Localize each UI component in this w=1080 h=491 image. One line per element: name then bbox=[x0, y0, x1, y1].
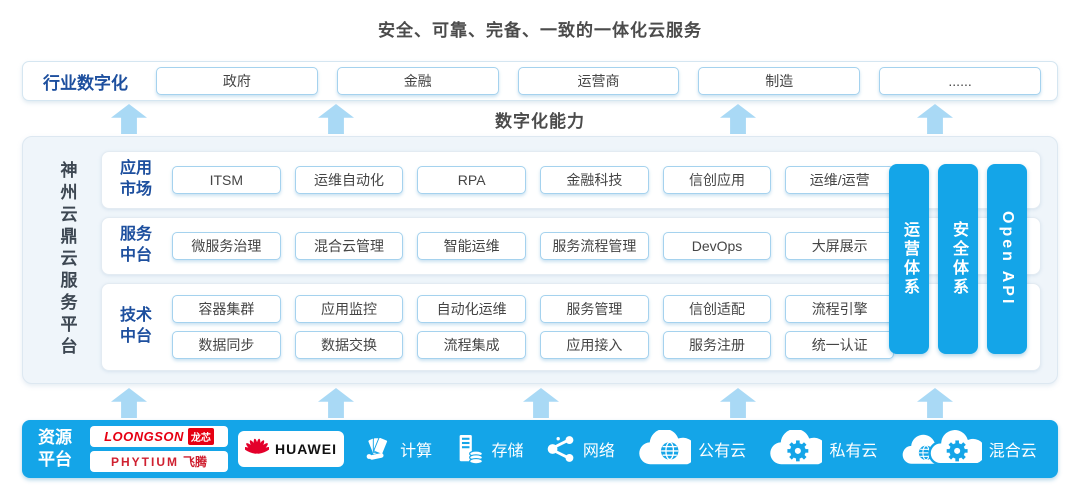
section-app-market-label: 应用市场 bbox=[120, 160, 153, 198]
resource-item-label: 私有云 bbox=[829, 443, 878, 460]
capability-chip: 流程集成 bbox=[417, 331, 527, 359]
digital-capability-label: 数字化能力 bbox=[495, 112, 585, 131]
capability-chip: 运维自动化 bbox=[294, 166, 404, 194]
capability-chip: 信创应用 bbox=[662, 166, 772, 194]
industry-chip-finance: 金融 bbox=[336, 67, 499, 95]
page-title: 安全、可靠、完备、一致的一体化云服务 bbox=[378, 21, 702, 40]
capability-chip: 数据同步 bbox=[172, 331, 281, 359]
up-arrow-icon bbox=[111, 388, 147, 418]
compute-icon bbox=[363, 434, 393, 464]
network-icon bbox=[546, 434, 576, 464]
capability-chip: 混合云管理 bbox=[294, 232, 404, 260]
cloud-platform-box: 神州云鼎云服务平台 应用市场 ITSM 运维自动化 RPA 金融科技 信创应用 … bbox=[22, 136, 1058, 384]
up-arrow-icon bbox=[917, 388, 953, 418]
huawei-flower-icon bbox=[243, 438, 271, 461]
industry-chip-more: ...... bbox=[879, 67, 1041, 95]
phytium-logo: PHYTIUM 飞腾 bbox=[90, 451, 228, 472]
platform-sections: 应用市场 ITSM 运维自动化 RPA 金融科技 信创应用 运维/运营 服务中台 bbox=[101, 151, 1041, 371]
resource-item-network: 网络 bbox=[546, 434, 615, 464]
hybrid-cloud-icon bbox=[900, 430, 982, 468]
up-arrow-icon bbox=[720, 388, 756, 418]
private-cloud-icon bbox=[768, 430, 823, 468]
resource-item-label: 存储 bbox=[491, 443, 524, 460]
resource-item-private-cloud: 私有云 bbox=[768, 430, 877, 468]
capability-chip: 流程引擎 bbox=[785, 295, 895, 323]
resource-platform-label: 资源平台 bbox=[38, 427, 72, 469]
capability-chip: DevOps bbox=[662, 232, 772, 260]
capability-chip: ITSM bbox=[172, 166, 281, 194]
industry-chip-carrier: 运营商 bbox=[517, 67, 680, 95]
up-arrow-icon bbox=[523, 388, 559, 418]
platform-pillars: 运营体系 安全体系 Open API bbox=[889, 164, 1027, 354]
resource-item-label: 公有云 bbox=[698, 443, 747, 460]
section-tech-platform-label: 技术中台 bbox=[120, 307, 153, 345]
capability-chip: 数据交换 bbox=[294, 331, 404, 359]
loongson-wordmark: LOONGSON bbox=[104, 429, 184, 444]
phytium-wordmark: PHYTIUM bbox=[110, 454, 179, 469]
industry-items: 政府 金融 运营商 制造 ...... bbox=[156, 67, 1041, 95]
capability-chip: 应用接入 bbox=[540, 331, 649, 359]
lower-arrow-band bbox=[22, 388, 1058, 418]
vendor-logos: LOONGSON 龙芯 PHYTIUM 飞腾 bbox=[90, 426, 228, 472]
loongson-cn-tag: 龙芯 bbox=[187, 428, 214, 445]
resource-item-hybrid-cloud: 混合云 bbox=[900, 430, 1037, 468]
resource-item-compute: 计算 bbox=[363, 434, 432, 464]
huawei-wordmark: HUAWEI bbox=[275, 441, 337, 457]
up-arrow-icon bbox=[318, 388, 354, 418]
upper-arrow-band bbox=[22, 104, 1058, 134]
capability-chip: RPA bbox=[417, 166, 527, 194]
section-tech-platform: 技术中台 容器集群 应用监控 自动化运维 服务管理 信创适配 流程引擎 数据同步… bbox=[101, 283, 1041, 371]
resource-item-storage: 存储 bbox=[454, 434, 524, 464]
public-cloud-icon bbox=[637, 430, 692, 468]
capability-chip: 金融科技 bbox=[540, 166, 649, 194]
capability-chip: 统一认证 bbox=[785, 331, 895, 359]
pillar-security-system: 安全体系 bbox=[938, 164, 978, 354]
industry-row-label: 行业数字化 bbox=[43, 73, 128, 93]
section-app-market: 应用市场 ITSM 运维自动化 RPA 金融科技 信创应用 运维/运营 bbox=[101, 151, 1041, 209]
capability-chip: 自动化运维 bbox=[417, 295, 527, 323]
capability-chip: 信创适配 bbox=[662, 295, 772, 323]
resource-item-label: 网络 bbox=[582, 443, 615, 460]
resource-item-label: 计算 bbox=[400, 443, 433, 460]
capability-chip: 微服务治理 bbox=[172, 232, 281, 260]
capability-chip: 服务流程管理 bbox=[540, 232, 649, 260]
capability-chip: 服务管理 bbox=[540, 295, 649, 323]
section-service-platform: 服务中台 微服务治理 混合云管理 智能运维 服务流程管理 DevOps 大屏展示 bbox=[101, 217, 1041, 275]
industry-chip-government: 政府 bbox=[156, 67, 318, 95]
capability-chip: 容器集群 bbox=[172, 295, 281, 323]
capability-chip: 大屏展示 bbox=[785, 232, 895, 260]
section-service-platform-label: 服务中台 bbox=[120, 226, 153, 264]
capability-chip: 服务注册 bbox=[662, 331, 772, 359]
loongson-logo: LOONGSON 龙芯 bbox=[90, 426, 228, 447]
phytium-cn-tag: 飞腾 bbox=[182, 455, 207, 469]
capability-chip: 应用监控 bbox=[294, 295, 404, 323]
platform-name-vertical: 神州云鼎云服务平台 bbox=[57, 161, 77, 359]
huawei-logo: HUAWEI bbox=[238, 431, 344, 467]
industry-chip-manufacturing: 制造 bbox=[698, 67, 861, 95]
resource-item-public-cloud: 公有云 bbox=[637, 430, 746, 468]
pillar-operation-system: 运营体系 bbox=[889, 164, 929, 354]
capability-chip: 运维/运营 bbox=[785, 166, 895, 194]
resource-item-label: 混合云 bbox=[988, 443, 1037, 460]
capability-chip: 智能运维 bbox=[417, 232, 527, 260]
resource-items: 计算 存储 bbox=[352, 430, 1048, 468]
pillar-open-api: Open API bbox=[987, 164, 1027, 354]
resource-platform-bar: 资源平台 LOONGSON 龙芯 PHYTIUM 飞腾 bbox=[22, 420, 1058, 478]
storage-icon bbox=[454, 434, 484, 464]
industry-digitalization-row: 行业数字化 政府 金融 运营商 制造 ...... bbox=[22, 61, 1058, 101]
